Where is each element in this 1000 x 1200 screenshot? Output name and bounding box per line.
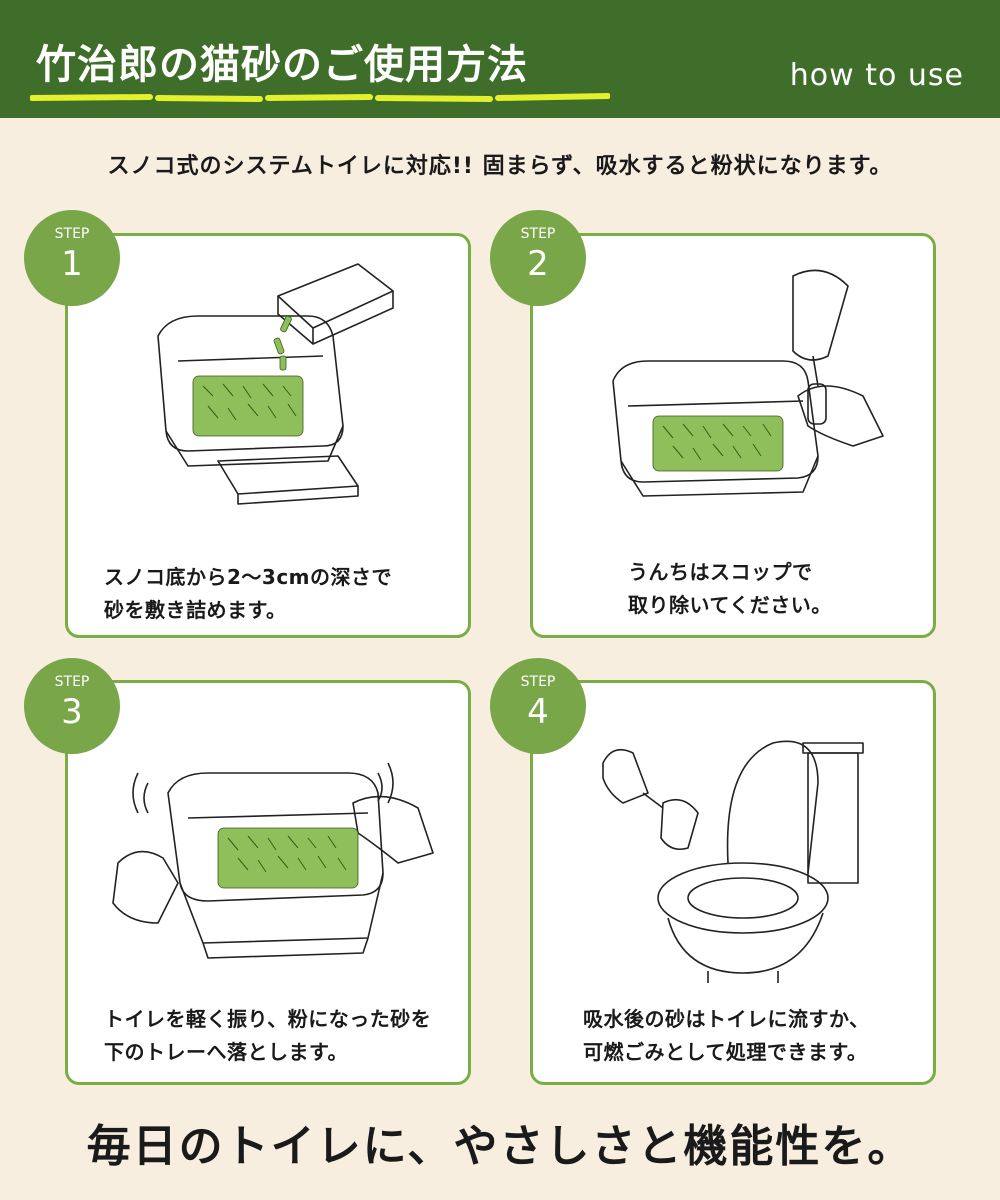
step-1-card: スノコ底から2～3cmの深さで 砂を敷き詰めます。 [65,233,471,638]
step-3-card: トイレを軽く振り、粉になった砂を 下のトレーへ落とします。 [65,680,471,1085]
litter-box-pouring-illustration [157,263,394,505]
page-title: 竹治郎の猫砂のご使用方法 [36,42,528,88]
step-1-number: 1 [61,244,83,284]
step-1-line-1: スノコ底から2～3cmの深さで [104,565,393,589]
step-4-description: 吸水後の砂はトイレに流すか、 可燃ごみとして処理できます。 [583,1003,933,1069]
step-2-badge: STEP 2 [490,210,586,306]
step-1-line-2: 砂を敷き詰めます。 [104,598,287,622]
intro-text: スノコ式のシステムトイレに対応!! 固まらず、吸水すると粉状になります。 [107,154,893,179]
title-underline-decoration [30,93,610,102]
step-2-description: うんちはスコップで 取り除いてください。 [628,556,988,622]
step-3-line-1: トイレを軽く振り、粉になった砂を [104,1007,432,1031]
step-2-label: STEP [520,226,556,242]
step-4-card: 吸水後の砂はトイレに流すか、 可燃ごみとして処理できます。 [530,680,936,1085]
header-banner: 竹治郎の猫砂のご使用方法 how to use [0,0,1000,118]
step-3-label: STEP [54,674,90,690]
step-4-label: STEP [520,674,556,690]
step-3-line-2: 下のトレーへ落とします。 [104,1040,348,1064]
step-3-description: トイレを軽く振り、粉になった砂を 下のトレーへ落とします。 [104,1003,474,1069]
step-3-number: 3 [61,692,83,732]
footer-tagline: 毎日のトイレに、やさしさと機能性を。 [86,1121,914,1172]
page-subtitle: how to use [789,58,964,93]
step-2-line-2: 取り除いてください。 [628,593,832,617]
step-4-line-1: 吸水後の砂はトイレに流すか、 [583,1007,870,1031]
toilet-disposal-illustration [602,740,864,983]
step-1-description: スノコ底から2～3cmの深さで 砂を敷き詰めます。 [104,561,464,627]
shaking-litter-box-illustration [112,762,434,959]
scooping-illustration [612,269,884,497]
step-2-card: うんちはスコップで 取り除いてください。 [530,233,936,638]
step-2-line-1: うんちはスコップで [628,560,813,584]
step-4-number: 4 [527,692,549,732]
step-2-number: 2 [527,244,549,284]
step-1-badge: STEP 1 [24,210,120,306]
step-4-badge: STEP 4 [490,658,586,754]
step-4-line-2: 可燃ごみとして処理できます。 [583,1040,868,1064]
step-3-badge: STEP 3 [24,658,120,754]
step-1-label: STEP [54,226,90,242]
